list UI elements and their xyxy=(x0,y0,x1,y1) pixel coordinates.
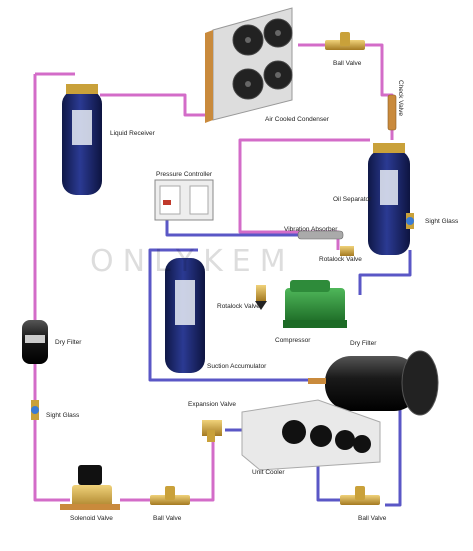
low-pressure-lines xyxy=(148,200,412,507)
compressor xyxy=(283,280,347,328)
label-expansion-valve: Expansion Valve xyxy=(188,401,236,408)
rotalock-valve-left xyxy=(255,285,267,310)
pipe-accumulator-loop xyxy=(148,248,310,382)
label-compressor: Compressor xyxy=(275,337,311,344)
label-liquid-receiver: Liquid Receiver xyxy=(110,130,155,137)
air-cooled-condenser xyxy=(205,7,293,123)
pipe-receiver-to-condenser xyxy=(100,93,205,117)
pipe-separator-to-compressor xyxy=(358,250,412,295)
pipe-valve-to-expansion xyxy=(190,430,215,502)
ball-valve-bottom-right xyxy=(340,486,380,505)
pressure-controller xyxy=(154,179,214,221)
label-vibration-absorber: Vibration Absorber xyxy=(284,226,338,233)
ball-valve-bottom xyxy=(150,486,190,505)
label-unit-cooler: Unit Cooler xyxy=(252,469,285,476)
solenoid-valve xyxy=(60,465,120,510)
rotalock-valve-right xyxy=(340,246,354,256)
label-sight-glass-left: Sight Glass xyxy=(46,412,80,419)
pipe-right-to-ballvalve xyxy=(385,395,402,507)
label-ball-valve-bottom: Ball Valve xyxy=(153,515,182,522)
expansion-valve xyxy=(202,420,222,442)
sight-glass-right xyxy=(406,213,414,229)
label-pressure-controller: Pressure Controller xyxy=(156,171,212,178)
ball-valve-top xyxy=(325,32,365,50)
vibration-absorber xyxy=(297,230,344,240)
label-rotalock-valve-right: Rotalock Valve xyxy=(319,256,362,263)
label-dry-filter-left: Dry Filter xyxy=(55,339,82,346)
pipe-cooler-to-ballvalve xyxy=(316,455,340,502)
label-air-cooled-condenser: Air Cooled Condenser xyxy=(265,116,329,123)
cooler-fan-4 xyxy=(353,435,371,453)
oil-separator xyxy=(368,143,410,255)
label-suction-accumulator: Suction Accumulator xyxy=(207,363,267,370)
dry-filter-right xyxy=(308,350,439,416)
sight-glass-left xyxy=(31,400,39,420)
pipe-left-bottom xyxy=(33,330,70,502)
label-oil-separator: Oil Separator xyxy=(333,196,372,203)
cooler-fan-1 xyxy=(282,420,306,444)
label-solenoid-valve: Solenoid Valve xyxy=(70,515,113,522)
label-dry-filter-right: Dry Filter xyxy=(350,340,377,347)
label-sight-glass-right: Sight Glass xyxy=(425,218,459,225)
unit-cooler xyxy=(241,399,381,471)
suction-accumulator xyxy=(165,258,205,373)
label-rotalock-valve-left: Rotalock Valve xyxy=(217,303,260,310)
label-ball-valve-top: Ball Valve xyxy=(333,60,362,67)
label-ball-valve-bottom-right: Ball Valve xyxy=(358,515,387,522)
watermark: ONLYKEM xyxy=(90,244,295,279)
dry-filter-left xyxy=(22,320,48,364)
liquid-receiver xyxy=(62,84,102,195)
cooler-fan-2 xyxy=(310,425,332,447)
label-check-valve: Check Valve xyxy=(397,80,404,117)
check-valve xyxy=(387,94,397,131)
cooler-fan-3 xyxy=(335,430,355,450)
